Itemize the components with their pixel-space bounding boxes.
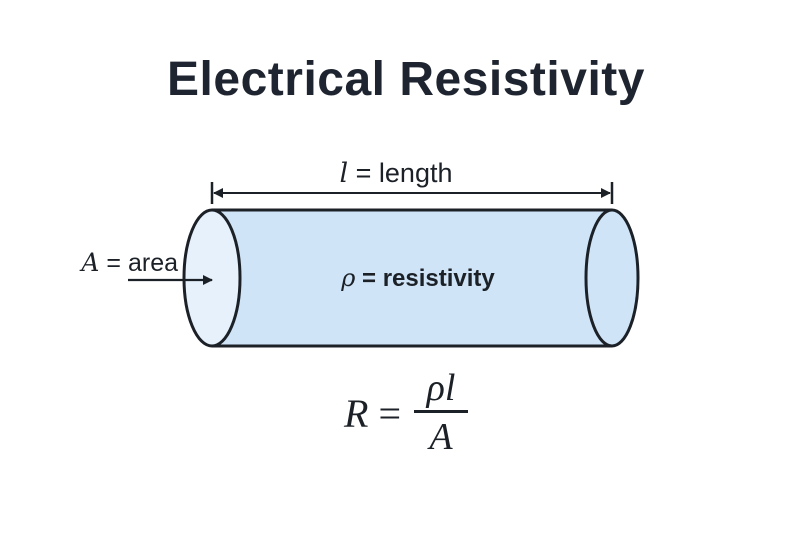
formula-denominator: A [429, 416, 453, 458]
length-text: = length [348, 158, 452, 188]
resistivity-label: ρ = resistivity [340, 264, 495, 292]
fraction-bar [414, 410, 468, 413]
diagram-title: Electrical Resistivity [167, 53, 645, 106]
area-label: A = area [79, 248, 178, 277]
area-text: = area [99, 249, 178, 277]
length-label: l = length [340, 158, 453, 189]
formula-lhs: R = [344, 390, 401, 437]
cylinder-right-end [584, 208, 640, 348]
area-symbol: A [79, 248, 99, 277]
resistance-formula: R = ρl A [300, 368, 500, 468]
length-symbol: l [340, 158, 349, 189]
resistivity-symbol: ρ [340, 264, 355, 292]
cylinder-body [212, 210, 638, 346]
cross-section-face [182, 208, 242, 348]
resistivity-text: = resistivity [355, 265, 495, 292]
formula-resistance-symbol: R [344, 391, 369, 436]
formula-equals: = [378, 391, 401, 436]
formula-numerator: ρl [426, 367, 456, 409]
formula-fraction: ρl A [414, 368, 468, 457]
